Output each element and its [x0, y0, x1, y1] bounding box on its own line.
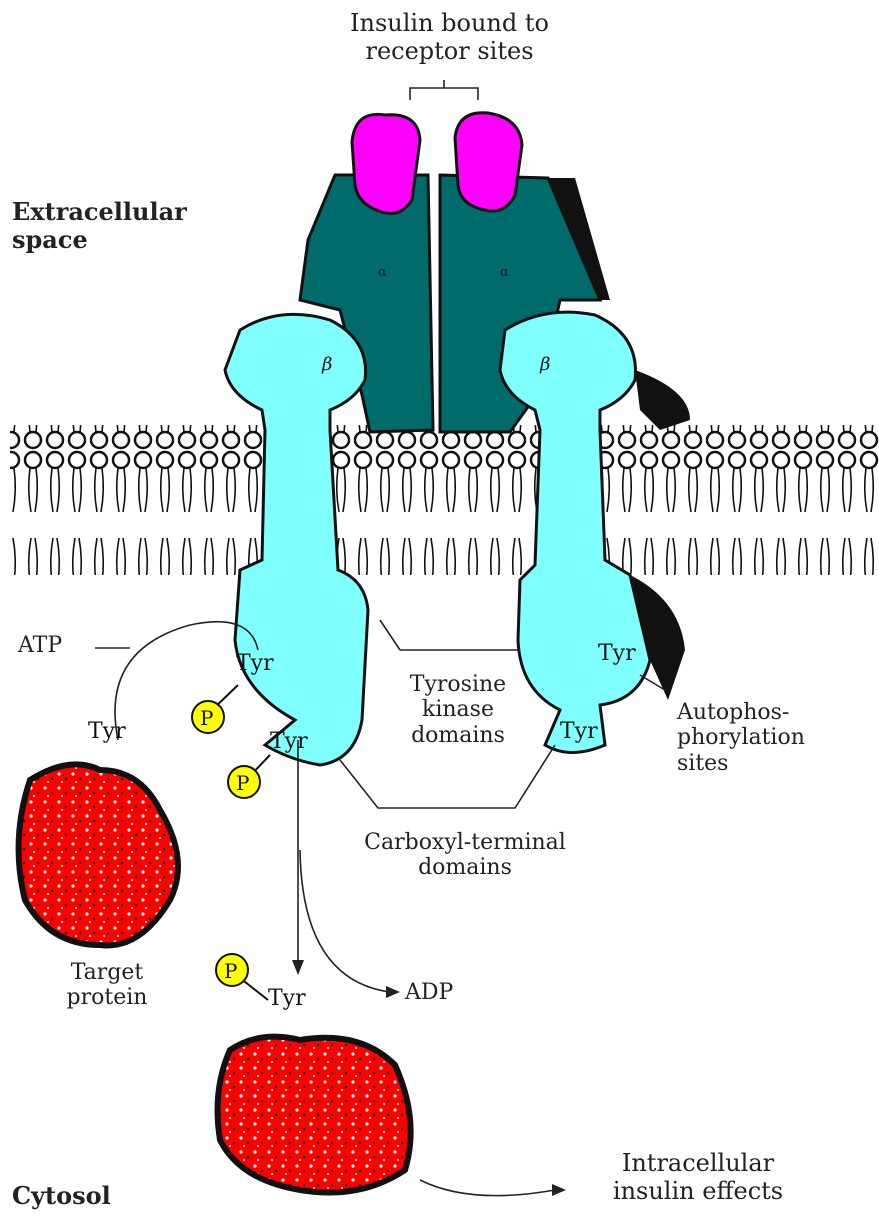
tyr-label-target-phosphorylated: Tyr [268, 986, 306, 1011]
intracellular-insulin-effects-label: Intracellular insulin effects [578, 1150, 818, 1205]
tyr-label-target-left: Tyr [88, 719, 126, 744]
phosphate-groups: P P P [192, 685, 270, 1000]
tyr-label-right-upper: Tyr [598, 641, 636, 666]
lipid-bilayer [10, 425, 879, 575]
carboxyl-terminal-domains-label: Carboxyl-terminal domains [325, 830, 605, 881]
cytosol-label: Cytosol [12, 1182, 111, 1210]
beta-label-left: β [321, 354, 332, 375]
extracellular-space-label: Extracellular space [12, 198, 187, 253]
tyr-label-right-lower: Tyr [560, 719, 598, 744]
svg-text:P: P [224, 959, 237, 983]
target-protein-left [19, 764, 178, 945]
tyrosine-kinase-domains-label: Tyrosine kinase domains [393, 672, 523, 748]
alpha-label-right: α [500, 265, 509, 280]
atp-label: ATP [18, 633, 62, 658]
autophosphorylation-sites-label: Autophos- phorylation sites [677, 700, 805, 776]
target-protein-phosphorylated [218, 1037, 411, 1193]
insulin-bound-label: Insulin bound to receptor sites [322, 10, 577, 65]
insulin-molecules [352, 113, 522, 214]
insulin-left [352, 114, 420, 213]
tyr-label-left-lower: Tyr [270, 729, 308, 754]
target-protein-label: Target protein [52, 960, 162, 1011]
tyr-label-left-upper: Tyr [236, 651, 274, 676]
alpha-label-left: α [378, 265, 387, 280]
insulin-right [455, 113, 522, 211]
svg-text:P: P [200, 706, 213, 730]
adp-label: ADP [405, 980, 453, 1005]
svg-text:P: P [236, 771, 249, 795]
beta-label-right: β [539, 354, 550, 375]
